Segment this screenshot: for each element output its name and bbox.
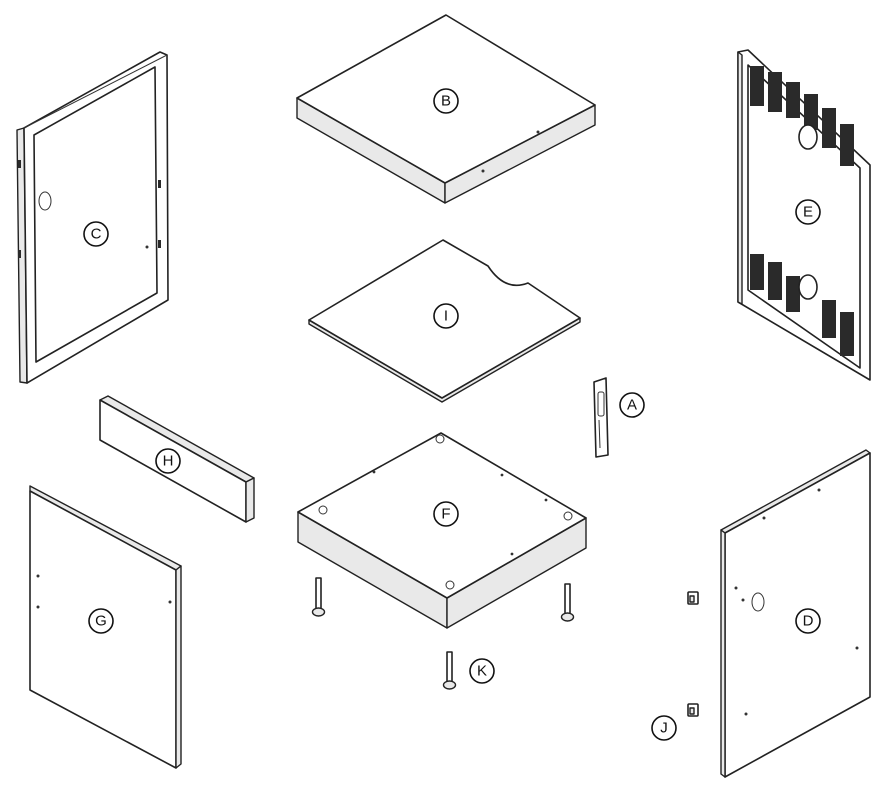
label-f: F	[433, 501, 459, 527]
svg-text:G: G	[95, 613, 107, 630]
label-c: C	[83, 221, 109, 247]
svg-text:H: H	[163, 453, 174, 470]
label-j: J	[651, 715, 677, 741]
svg-text:A: A	[627, 397, 637, 414]
part-k-foot-right	[560, 583, 575, 622]
part-a-bracket	[593, 377, 609, 458]
part-c-left-frame	[16, 51, 169, 384]
part-f-base-box	[297, 432, 587, 629]
part-k-foot-left	[311, 577, 326, 617]
label-e: E	[795, 199, 821, 225]
svg-text:I: I	[444, 308, 448, 325]
svg-text:C: C	[91, 226, 102, 243]
part-d-door-panel	[720, 449, 871, 778]
svg-text:E: E	[803, 204, 813, 221]
part-j-hinge-lower	[687, 703, 699, 717]
label-d: D	[795, 608, 821, 634]
svg-text:J: J	[660, 720, 668, 737]
label-i: I	[433, 303, 459, 329]
label-h: H	[155, 448, 181, 474]
part-j-hinge-upper	[687, 591, 699, 605]
label-k: K	[469, 658, 495, 684]
part-k-foot-bottom	[442, 651, 457, 690]
label-a: A	[619, 392, 645, 418]
label-g: G	[88, 608, 114, 634]
svg-text:B: B	[441, 93, 451, 110]
svg-text:D: D	[803, 613, 814, 630]
label-b: B	[433, 88, 459, 114]
svg-text:F: F	[441, 506, 450, 523]
svg-text:K: K	[477, 663, 487, 680]
